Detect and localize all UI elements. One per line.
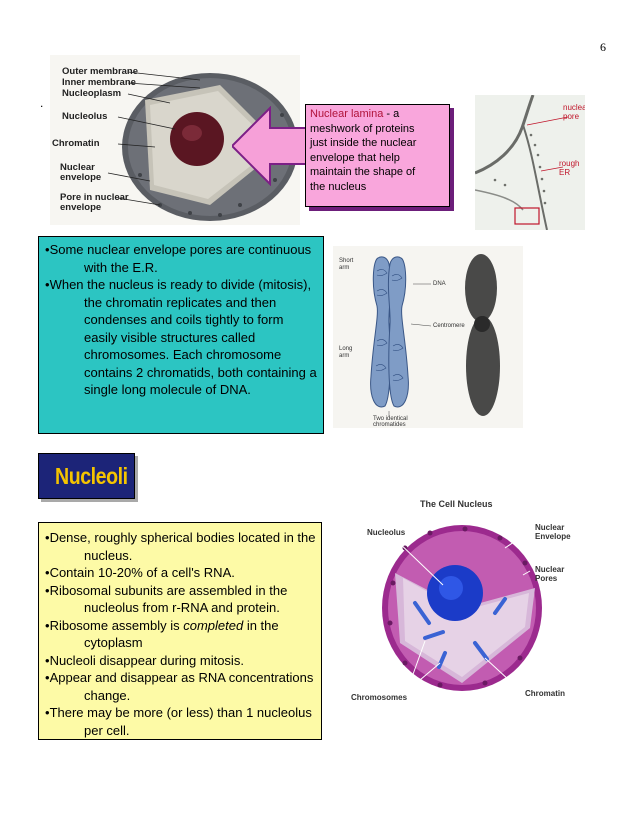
stray-mark: . <box>40 96 44 110</box>
chromosome-figure: Short arm Long arm DNA Centromere Two id… <box>333 246 523 428</box>
label-inner-membrane: Inner membrane <box>62 77 136 88</box>
nucleus-cutaway-illustration <box>50 55 300 225</box>
label-chromosomes: Chromosomes <box>351 693 408 702</box>
nucleus-cutaway-diagram: Outer membrane Inner membrane Nucleoplas… <box>50 55 300 225</box>
nucleoli-info-box: Dense, roughly spherical bodies located … <box>38 522 322 740</box>
lamina-text-4: maintain the shape of <box>310 166 416 178</box>
pores-list-item: When the nucleus is ready to divide (mit… <box>39 276 319 399</box>
nucleoli-heading-text: Nucleoli <box>55 463 128 489</box>
lamina-text-0: - a <box>383 108 400 120</box>
nucleoli-list-item: Ribosomal subunits are assembled in the … <box>39 582 317 617</box>
label-short-arm-line1: Short <box>339 258 354 264</box>
cell-nucleus-figure: The Cell Nucleus Nucleolus Nuclear Envel… <box>345 493 595 718</box>
label-rough-er: rough ER <box>559 159 580 177</box>
nucleoli-list-item: Dense, roughly spherical bodies located … <box>39 529 317 564</box>
item-text: Nucleoli disappear during mitosis. <box>49 652 244 668</box>
nucleoli-list-item: Appear and disappear as RNA concentratio… <box>39 669 317 704</box>
item-text: Ribosomal subunits are assembled in the … <box>49 582 288 616</box>
pores-list-item: Some nuclear envelope pores are continuo… <box>39 241 319 276</box>
micrograph-illustration <box>475 95 569 230</box>
pores-list: Some nuclear envelope pores are continuo… <box>39 241 319 399</box>
label-nucleolus: Nucleolus <box>367 528 406 537</box>
label-nuclear-envelope-line2: envelope <box>60 172 102 183</box>
label-nucleolus: Nucleolus <box>62 111 108 122</box>
lamina-text-3: envelope that help <box>310 151 400 164</box>
nucleoli-list-item: Contain 10-20% of a cell's RNA. <box>39 564 317 582</box>
lamina-text-2: just inside the nuclear <box>310 137 417 149</box>
label-nuclear-pore-line1: nuclear <box>563 103 585 112</box>
label-long-arm-line2: arm <box>339 353 350 359</box>
label-dna: DNA <box>433 281 446 287</box>
cell-nucleus-illustration <box>382 525 542 694</box>
label-outer-membrane: Outer membrane <box>62 66 139 77</box>
item-text: Appear and disappear as RNA concentratio… <box>49 670 314 703</box>
nucleoli-list: Dense, roughly spherical bodies located … <box>39 529 317 739</box>
item-text: Dense, roughly spherical bodies located … <box>49 530 316 563</box>
label-nuclear-envelope-line1: Nuclear <box>60 162 95 173</box>
label-nucleoplasm: Nucleoplasm <box>62 88 122 99</box>
lamina-term: Nuclear lamina <box>310 108 384 120</box>
label-nuclear-pores-line1: Nuclear <box>535 565 565 574</box>
label-chromatids-line1: Two identical <box>373 416 408 422</box>
callout-arrow-icon <box>232 106 312 186</box>
label-centromere: Centromere <box>433 323 465 329</box>
label-chromatids-line2: chromatides <box>373 422 406 428</box>
electron-micrograph-image: nuclear pore rough ER <box>475 95 585 230</box>
label-nuclear-pore-line2: pore <box>563 112 580 121</box>
item-text-after: in the cytoplasm <box>84 617 279 651</box>
label-nuclear-envelope-line1: Nuclear <box>535 523 565 532</box>
label-chromatin: Chromatin <box>52 138 100 149</box>
nucleoli-heading: Nucleoli <box>38 453 135 499</box>
nuclear-lamina-callout: Nuclear lamina - a meshwork of proteins … <box>305 104 450 207</box>
page-number: 6 <box>600 40 606 54</box>
nuclear-pores-info-box: Some nuclear envelope pores are continuo… <box>38 236 324 434</box>
lamina-text-5: the nucleus <box>310 180 367 193</box>
item-text: There may be more (or less) than 1 nucle… <box>49 705 312 738</box>
item-text: Ribosome assembly is <box>49 617 184 633</box>
nucleoli-list-item: Nucleoli disappear during mitosis. <box>39 652 317 670</box>
item-text: Contain 10-20% of a cell's RNA. <box>49 565 235 580</box>
label-pore-line1: Pore in nuclear <box>60 192 129 203</box>
lamina-text-1: meshwork of proteins <box>310 122 415 135</box>
item-emphasis: completed <box>183 617 244 633</box>
label-pore-line2: envelope <box>60 202 102 213</box>
label-nuclear-pores-line2: Pores <box>535 574 558 583</box>
lamina-line-1: Nuclear lamina - a <box>310 107 445 122</box>
cell-figure-title: The Cell Nucleus <box>420 499 493 509</box>
label-short-arm-line2: arm <box>339 265 350 271</box>
label-nuclear-envelope-line2: Envelope <box>535 532 571 541</box>
chromosome-illustration <box>370 254 500 416</box>
nucleoli-list-item: Ribosome assembly is completed in the cy… <box>39 617 317 652</box>
label-long-arm-line1: Long <box>339 346 353 352</box>
nucleoli-list-item: There may be more (or less) than 1 nucle… <box>39 704 317 739</box>
label-chromatin: Chromatin <box>525 689 565 698</box>
